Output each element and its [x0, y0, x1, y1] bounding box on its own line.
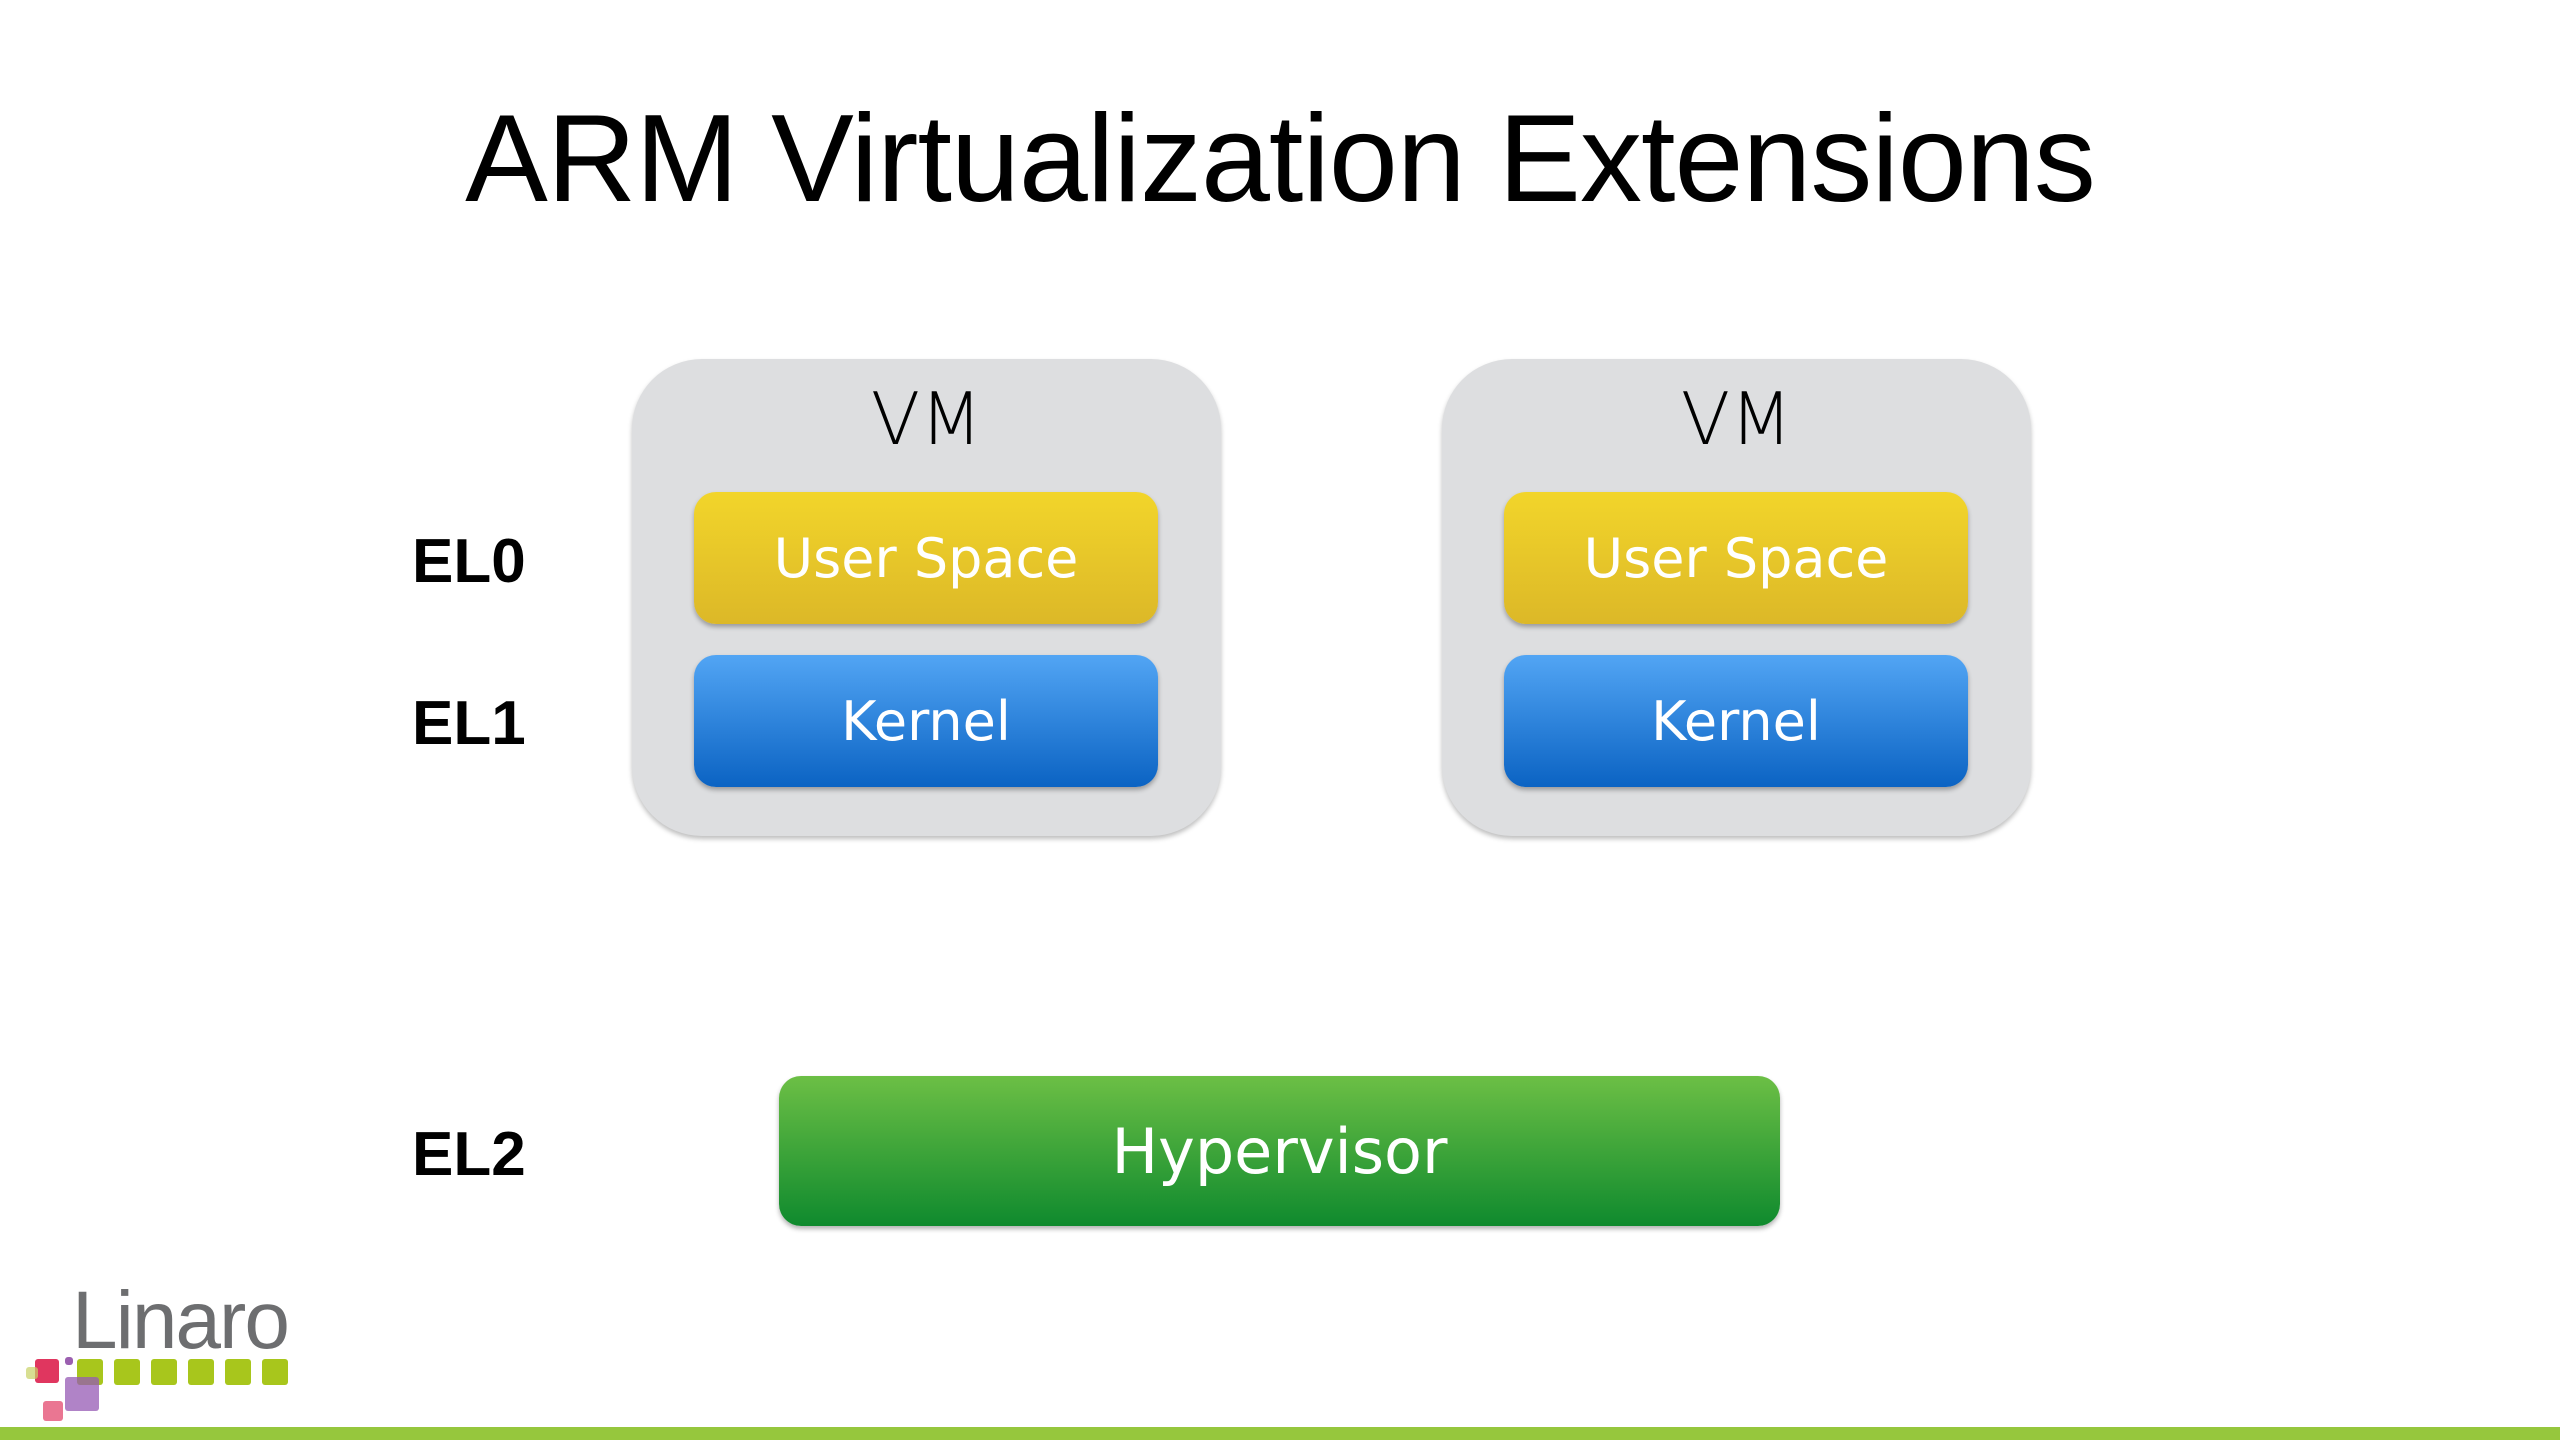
vm-box-1: VM User Space Kernel: [632, 359, 1221, 836]
logo-square: [225, 1359, 251, 1385]
logo-square: [65, 1357, 73, 1365]
user-space-block: User Space: [1504, 492, 1968, 624]
el1-label: EL1: [412, 689, 526, 758]
linaro-logo: Linaro: [26, 1275, 306, 1422]
logo-square: [35, 1359, 59, 1383]
kernel-block: Kernel: [1504, 655, 1968, 787]
logo-square: [65, 1377, 99, 1411]
vm-label: VM: [1680, 377, 1793, 461]
logo-square: [26, 1367, 38, 1379]
kernel-block: Kernel: [694, 655, 1158, 787]
el0-label: EL0: [412, 527, 526, 596]
footer-bar: [0, 1427, 2560, 1440]
vm-label: VM: [870, 377, 983, 461]
el2-label: EL2: [412, 1120, 526, 1189]
logo-square: [151, 1359, 177, 1385]
logo-square: [188, 1359, 214, 1385]
logo-square: [114, 1359, 140, 1385]
slide-title: ARM Virtualization Extensions: [465, 90, 2096, 228]
logo-text: Linaro: [72, 1275, 290, 1366]
vm-box-2: VM User Space Kernel: [1442, 359, 2031, 836]
hypervisor-block: Hypervisor: [779, 1076, 1780, 1226]
logo-square: [262, 1359, 288, 1385]
user-space-block: User Space: [694, 492, 1158, 624]
logo-square: [43, 1401, 63, 1421]
